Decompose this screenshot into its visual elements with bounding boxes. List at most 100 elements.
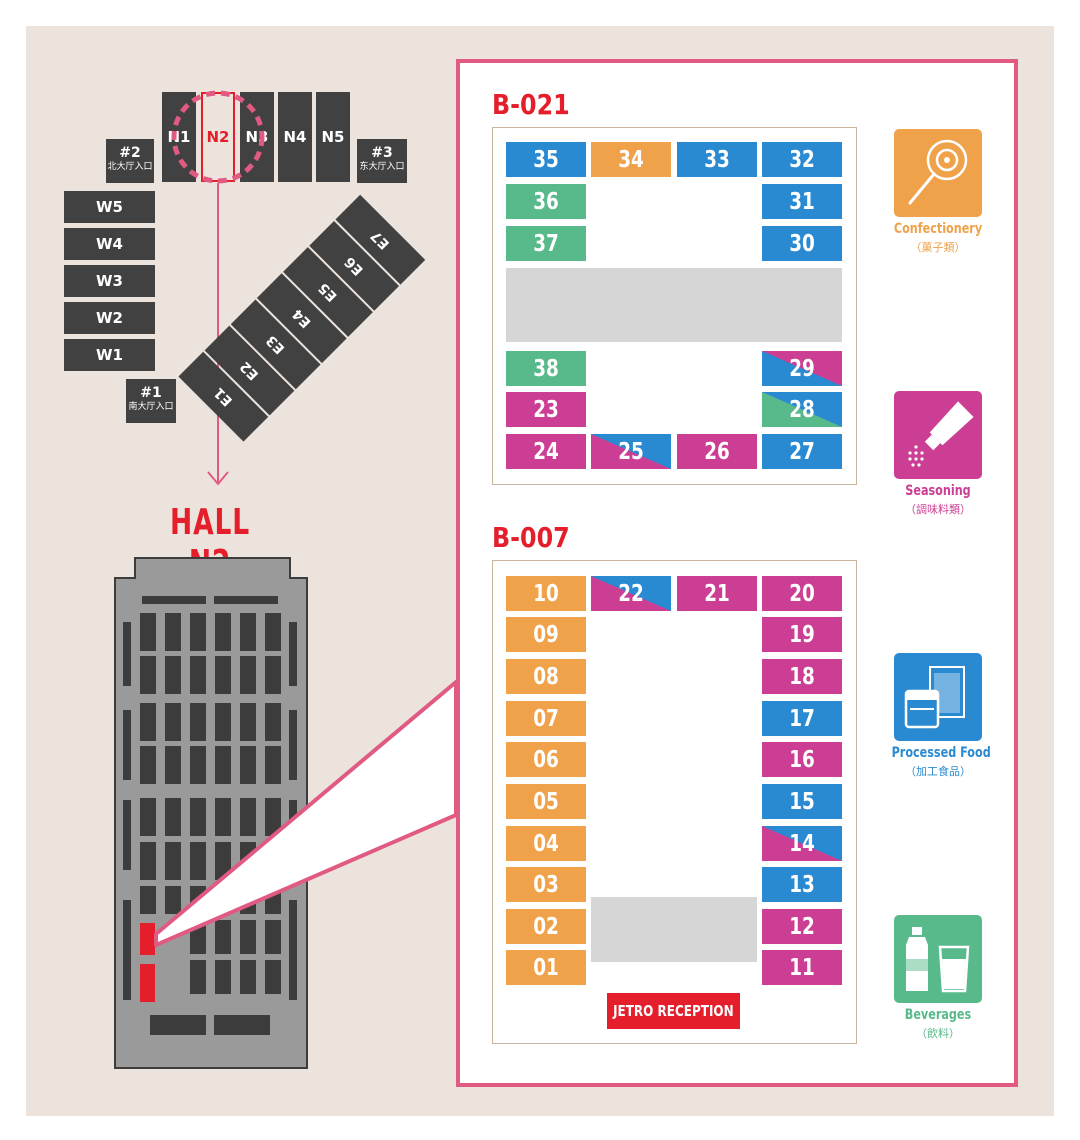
- hall-n5[interactable]: N5: [316, 92, 350, 182]
- hall-booth-block: [265, 703, 281, 741]
- block-b021-title: B-021: [492, 88, 570, 121]
- booth-number: 32: [789, 146, 815, 173]
- b021-booth-27[interactable]: 27: [762, 434, 842, 469]
- hall-booth-block: [240, 613, 256, 651]
- b007-booth-20[interactable]: 20: [762, 576, 842, 611]
- packaged-food-icon: [894, 653, 982, 741]
- booth-number: 38: [533, 355, 559, 382]
- b021-booth-25[interactable]: 25: [591, 434, 671, 469]
- b007-booth-09[interactable]: 09: [506, 617, 586, 652]
- hall-booth-block: [215, 746, 231, 784]
- hall-bottom-block: [150, 1015, 206, 1035]
- b007-booth-14[interactable]: 14: [762, 826, 842, 861]
- hall-n2[interactable]: N2: [201, 92, 235, 182]
- hall-booth-block: [265, 613, 281, 651]
- b007-booth-10[interactable]: 10: [506, 576, 586, 611]
- b021-booth-35[interactable]: 35: [506, 142, 586, 177]
- booth-number: 23: [533, 396, 559, 423]
- booth-number: 03: [533, 871, 559, 898]
- b021-booth-37[interactable]: 37: [506, 226, 586, 261]
- hall-n1[interactable]: N1: [162, 92, 196, 182]
- hall-booth-block: [140, 886, 156, 914]
- legend-beverages-en: Beverages: [904, 1007, 972, 1023]
- hall-side-block: [289, 710, 297, 780]
- booth-number: 29: [789, 355, 815, 382]
- b021-booth-31[interactable]: 31: [762, 184, 842, 219]
- b007-booth-03[interactable]: 03: [506, 867, 586, 902]
- legend-confectionery: Confectionery （菓子類）: [880, 221, 996, 255]
- b021-booth-23[interactable]: 23: [506, 392, 586, 427]
- hall-w2[interactable]: W2: [64, 302, 155, 334]
- hall-w1[interactable]: W1: [64, 339, 155, 371]
- b007-booth-08[interactable]: 08: [506, 659, 586, 694]
- hall-top-block: [142, 596, 206, 604]
- n2-highlight-circle: [171, 90, 265, 184]
- legend-seasoning: Seasoning （調味料類）: [880, 483, 996, 517]
- b007-booth-07[interactable]: 07: [506, 701, 586, 736]
- booth-number: 07: [533, 705, 559, 732]
- booth-number: 27: [789, 438, 815, 465]
- b021-booth-28[interactable]: 28: [762, 392, 842, 427]
- b007-booth-22[interactable]: 22: [591, 576, 671, 611]
- b007-booth-05[interactable]: 05: [506, 784, 586, 819]
- b007-booth-01[interactable]: 01: [506, 950, 586, 985]
- hall-booth-block: [140, 798, 156, 836]
- b007-booth-15[interactable]: 15: [762, 784, 842, 819]
- hall-booth-block: [165, 613, 181, 651]
- hall-booth-block: [215, 960, 231, 994]
- hall-side-block: [289, 900, 297, 1000]
- gate-2[interactable]: #2 北大厅入口: [106, 139, 154, 183]
- b021-booth-33[interactable]: 33: [677, 142, 757, 177]
- b021-booth-24[interactable]: 24: [506, 434, 586, 469]
- b007-booth-02[interactable]: 02: [506, 909, 586, 944]
- hall-w4[interactable]: W4: [64, 228, 155, 260]
- b007-booth-12[interactable]: 12: [762, 909, 842, 944]
- booth-block-b007-marker: [140, 964, 155, 1002]
- hall-booth-block: [165, 798, 181, 836]
- b021-booth-29[interactable]: 29: [762, 351, 842, 386]
- booth-number: 30: [789, 230, 815, 257]
- b007-booth-18[interactable]: 18: [762, 659, 842, 694]
- n2-arrow-head: [207, 471, 229, 486]
- b007-booth-21[interactable]: 21: [677, 576, 757, 611]
- b021-booth-30[interactable]: 30: [762, 226, 842, 261]
- booth-number: 21: [704, 580, 730, 607]
- booth-number: 17: [789, 705, 815, 732]
- booth-number: 35: [533, 146, 559, 173]
- hall-n4-label: N4: [283, 128, 307, 146]
- booth-number: 16: [789, 746, 815, 773]
- hall-booth-block: [240, 703, 256, 741]
- booth-number: 04: [533, 830, 559, 857]
- hall-n4[interactable]: N4: [278, 92, 312, 182]
- b021-booth-36[interactable]: 36: [506, 184, 586, 219]
- hall-w5[interactable]: W5: [64, 191, 155, 223]
- booth-number: 11: [789, 954, 815, 981]
- b021-booth-34[interactable]: 34: [591, 142, 671, 177]
- b021-booth-32[interactable]: 32: [762, 142, 842, 177]
- hall-bottom-block: [214, 1015, 270, 1035]
- hall-w3[interactable]: W3: [64, 265, 155, 297]
- b007-booth-06[interactable]: 06: [506, 742, 586, 777]
- hall-booth-block: [265, 798, 281, 836]
- hall-booth-block: [265, 656, 281, 694]
- seasoning-tube-icon: [894, 391, 982, 479]
- booth-number: 19: [789, 621, 815, 648]
- b007-booth-04[interactable]: 04: [506, 826, 586, 861]
- b007-booth-19[interactable]: 19: [762, 617, 842, 652]
- b007-booth-11[interactable]: 11: [762, 950, 842, 985]
- b021-booth-38[interactable]: 38: [506, 351, 586, 386]
- hall-booth-block: [140, 746, 156, 784]
- booth-number: 25: [618, 438, 644, 465]
- gate-3[interactable]: #3 东大厅入口: [357, 139, 407, 183]
- gate-1[interactable]: #1 南大厅入口: [126, 379, 176, 423]
- b007-booth-17[interactable]: 17: [762, 701, 842, 736]
- hall-booth-block: [190, 842, 206, 880]
- jetro-reception[interactable]: JETRO RECEPTION: [607, 993, 740, 1029]
- b021-booth-26[interactable]: 26: [677, 434, 757, 469]
- b007-booth-16[interactable]: 16: [762, 742, 842, 777]
- b007-booth-13[interactable]: 13: [762, 867, 842, 902]
- booth-number: 18: [789, 663, 815, 690]
- hall-booth-block: [240, 960, 256, 994]
- hall-booth-block: [165, 886, 181, 914]
